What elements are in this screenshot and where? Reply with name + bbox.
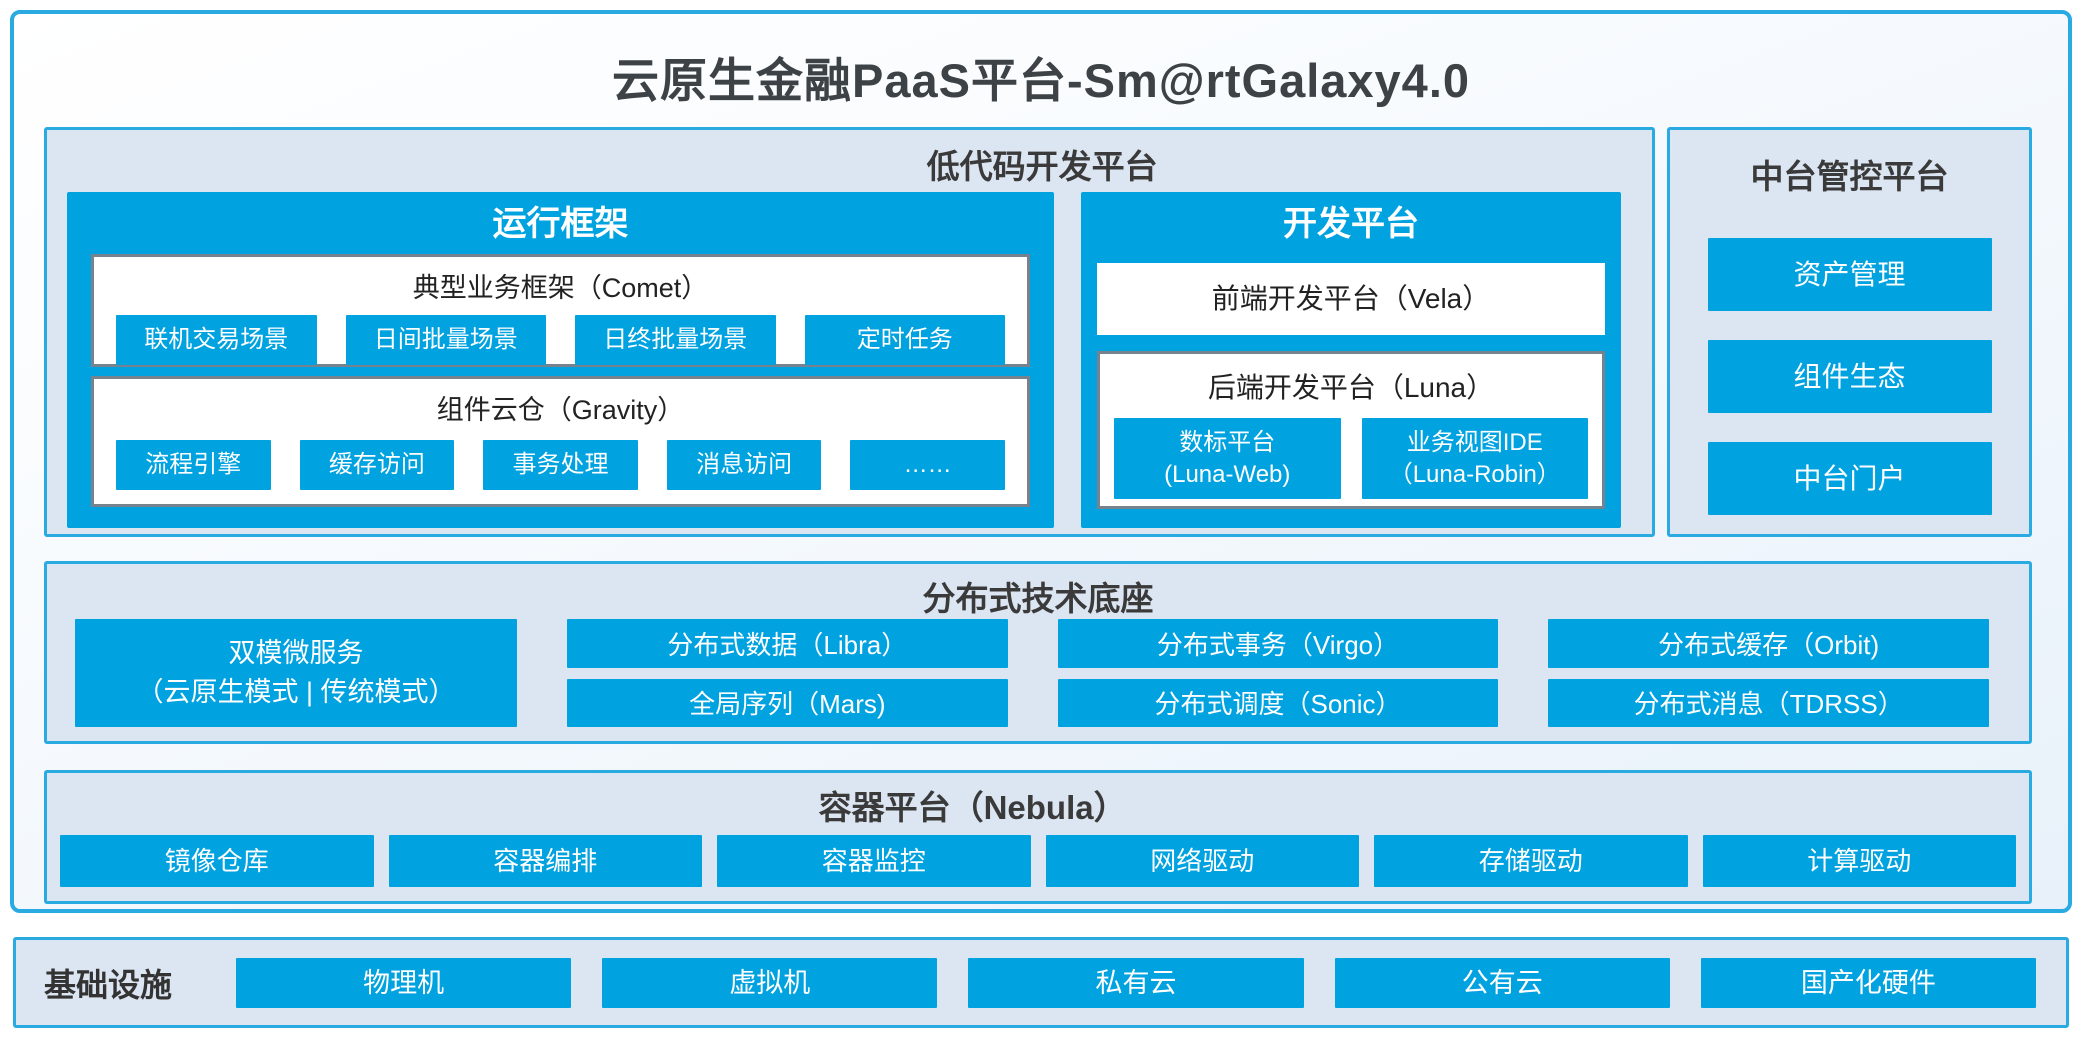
low-code-platform-title: 低代码开发平台 [926, 148, 1158, 185]
block-physical-machine: 物理机 [236, 957, 572, 1008]
luna-backend-box: 后端开发平台（Luna） 数标平台 (Luna-Web) 业务视图IDE （Lu… [1097, 351, 1605, 509]
block-ellipsis: …… [850, 440, 1005, 490]
block-daytime-batch: 日间批量场景 [345, 315, 546, 365]
comet-title: 典型业务框架（Comet） [412, 273, 709, 303]
container-platform-title: 容器平台（Nebula） [818, 789, 1127, 826]
luna-web-line2: (Luna-Web) [1164, 460, 1291, 488]
block-network-driver: 网络驱动 [1045, 835, 1359, 887]
block-cache-access: 缓存访问 [299, 440, 455, 490]
luna-title: 后端开发平台（Luna） [1207, 372, 1495, 403]
block-public-cloud: 公有云 [1334, 957, 1670, 1008]
block-luna-web: 数标平台 (Luna-Web) [1114, 418, 1341, 499]
luna-robin-line1: 业务视图IDE [1406, 429, 1543, 457]
block-online-transaction: 联机交易场景 [116, 315, 317, 365]
dev-platform-title: 开发平台 [1283, 205, 1419, 243]
mid-platform-title: 中台管控平台 [1750, 158, 1949, 195]
block-compute-driver: 计算驱动 [1702, 835, 2016, 887]
section-mid-platform: 中台管控平台 资产管理 组件生态 中台门户 [1667, 127, 2032, 537]
block-process-engine: 流程引擎 [116, 440, 271, 490]
block-distributed-transaction-virgo: 分布式事务（Virgo） [1057, 619, 1499, 668]
block-distributed-scheduling-sonic: 分布式调度（Sonic） [1057, 678, 1499, 727]
section-low-code-platform: 低代码开发平台 运行框架 典型业务框架（Comet） 联机交易场景 日间批量场景… [44, 127, 1655, 537]
block-scheduled-task: 定时任务 [804, 315, 1005, 365]
distributed-col-2: 分布式事务（Virgo） 分布式调度（Sonic） [1057, 619, 1499, 727]
gravity-title: 组件云仓（Gravity） [436, 395, 685, 425]
block-virtual-machine: 虚拟机 [602, 957, 938, 1008]
infrastructure-items: 物理机 虚拟机 私有云 公有云 国产化硬件 [236, 957, 2037, 1008]
block-container-monitoring: 容器监控 [717, 835, 1031, 887]
block-distributed-data-libra: 分布式数据（Libra） [567, 619, 1008, 668]
luna-web-line1: 数标平台 [1179, 429, 1276, 457]
low-code-content: 运行框架 典型业务框架（Comet） 联机交易场景 日间批量场景 日终批量场景 … [67, 192, 1621, 528]
container-platform-items: 镜像仓库 容器编排 容器监控 网络驱动 存储驱动 计算驱动 [60, 835, 2016, 887]
distributed-col-1: 分布式数据（Libra） 全局序列（Mars) [567, 619, 1008, 727]
block-transaction-processing: 事务处理 [483, 440, 638, 490]
block-eod-batch: 日终批量场景 [575, 315, 776, 365]
block-message-access: 消息访问 [666, 440, 822, 490]
block-distributed-cache-orbit: 分布式缓存（Orbit) [1548, 619, 1990, 668]
gravity-items-row: 流程引擎 缓存访问 事务处理 消息访问 …… [116, 440, 1005, 490]
gravity-warehouse-box: 组件云仓（Gravity） 流程引擎 缓存访问 事务处理 消息访问 …… [91, 376, 1030, 507]
comet-items-row: 联机交易场景 日间批量场景 日终批量场景 定时任务 [116, 315, 1005, 365]
runtime-framework-title: 运行框架 [492, 205, 629, 243]
main-frame: 云原生金融PaaS平台-Sm@rtGalaxy4.0 低代码开发平台 运行框架 … [10, 10, 2072, 913]
block-dual-mode-microservice: 双模微服务 （云原生模式 | 传统模式） [75, 619, 517, 727]
block-image-registry: 镜像仓库 [60, 835, 374, 887]
block-component-ecosystem: 组件生态 [1707, 340, 1992, 413]
block-luna-robin: 业务视图IDE （Luna-Robin） [1361, 418, 1588, 499]
distributed-content: 双模微服务 （云原生模式 | 传统模式） 分布式数据（Libra） 全局序列（M… [75, 619, 1990, 727]
luna-items-row: 数标平台 (Luna-Web) 业务视图IDE （Luna-Robin） [1114, 418, 1588, 499]
section-infrastructure: 基础设施 物理机 虚拟机 私有云 公有云 国产化硬件 [13, 937, 2069, 1028]
block-mid-platform-portal: 中台门户 [1707, 442, 1992, 515]
section-distributed-base: 分布式技术底座 双模微服务 （云原生模式 | 传统模式） 分布式数据（Libra… [44, 561, 2032, 744]
distributed-col-3: 分布式缓存（Orbit) 分布式消息（TDRSS） [1548, 619, 1990, 727]
mid-platform-items: 资产管理 组件生态 中台门户 [1707, 238, 1992, 515]
dual-mode-line1: 双模微服务 [228, 637, 364, 668]
comet-framework-box: 典型业务框架（Comet） 联机交易场景 日间批量场景 日终批量场景 定时任务 [91, 254, 1030, 367]
distributed-base-title: 分布式技术底座 [922, 580, 1154, 617]
block-container-orchestration: 容器编排 [388, 835, 702, 887]
dual-mode-line2: （云原生模式 | 传统模式） [136, 677, 456, 707]
block-domestic-hardware: 国产化硬件 [1700, 957, 2037, 1008]
block-global-sequence-mars: 全局序列（Mars) [567, 678, 1008, 727]
section-container-platform: 容器平台（Nebula） 镜像仓库 容器编排 容器监控 网络驱动 存储驱动 计算… [44, 770, 2032, 904]
infrastructure-title: 基础设施 [44, 966, 173, 1003]
block-distributed-message-tdrss: 分布式消息（TDRSS） [1548, 678, 1990, 727]
page-title: 云原生金融PaaS平台-Sm@rtGalaxy4.0 [611, 54, 1471, 107]
dev-platform-panel: 开发平台 前端开发平台（Vela） 后端开发平台（Luna） 数标平台 (Lun… [1081, 192, 1621, 528]
vela-frontend-box: 前端开发平台（Vela） [1097, 263, 1605, 335]
luna-robin-line2: （Luna-Robin） [1388, 460, 1561, 488]
block-storage-driver: 存储驱动 [1374, 835, 1688, 887]
block-private-cloud: 私有云 [968, 957, 1304, 1008]
runtime-framework-panel: 运行框架 典型业务框架（Comet） 联机交易场景 日间批量场景 日终批量场景 … [67, 192, 1054, 528]
block-asset-management: 资产管理 [1707, 238, 1992, 311]
